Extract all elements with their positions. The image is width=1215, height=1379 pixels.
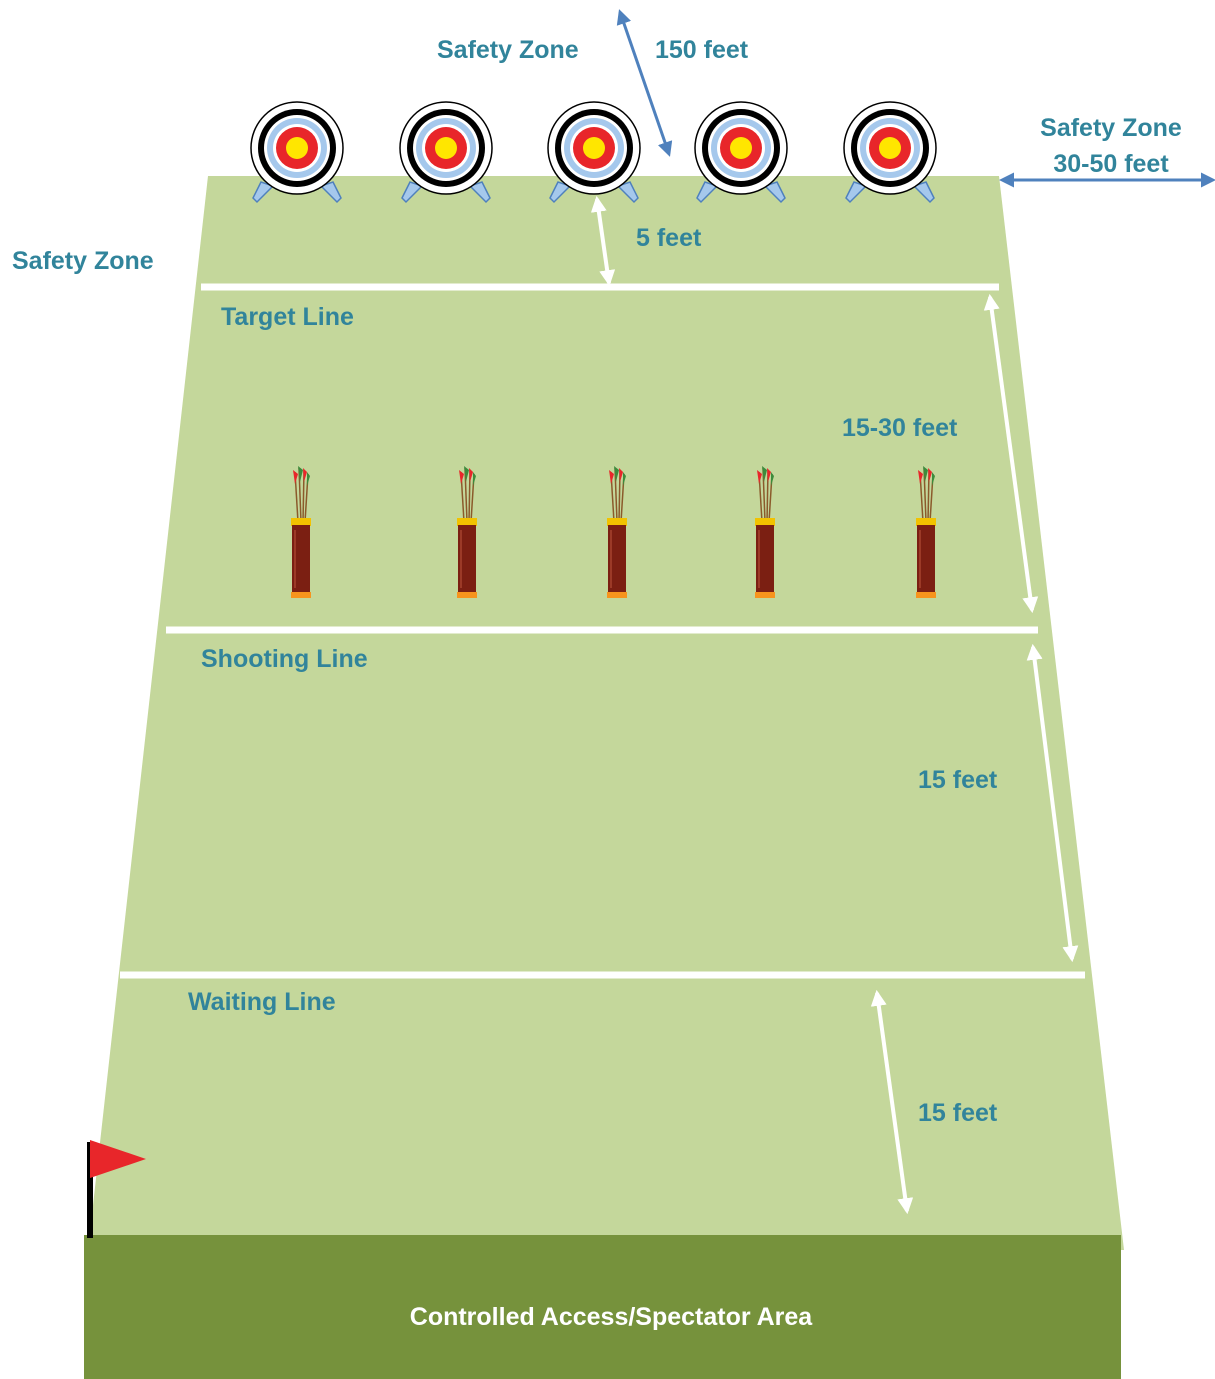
safety-zone-top-label: Safety Zone: [437, 36, 579, 64]
distance-150-label: 150 feet: [655, 36, 749, 64]
target-icon: [400, 102, 492, 202]
target-icon: [251, 102, 343, 202]
waiting-line-label: Waiting Line: [188, 988, 336, 1016]
distance-15-b-label: 15 feet: [918, 1099, 998, 1127]
range-field: [88, 176, 1124, 1250]
safety-zone-right-label: Safety Zone: [1040, 114, 1182, 142]
distance-30-50-label: 30-50 feet: [1053, 150, 1169, 178]
shooting-line-label: Shooting Line: [201, 645, 368, 673]
distance-15-30-label: 15-30 feet: [842, 414, 958, 442]
target-line-label: Target Line: [221, 303, 354, 331]
target-icon: [844, 102, 936, 202]
safety-zone-left-label: Safety Zone: [12, 247, 154, 275]
target-icon: [548, 102, 640, 202]
spectator-area-label: Controlled Access/Spectator Area: [410, 1303, 814, 1331]
target-icon: [695, 102, 787, 202]
distance-5-label: 5 feet: [636, 224, 702, 252]
distance-15-a-label: 15 feet: [918, 766, 998, 794]
